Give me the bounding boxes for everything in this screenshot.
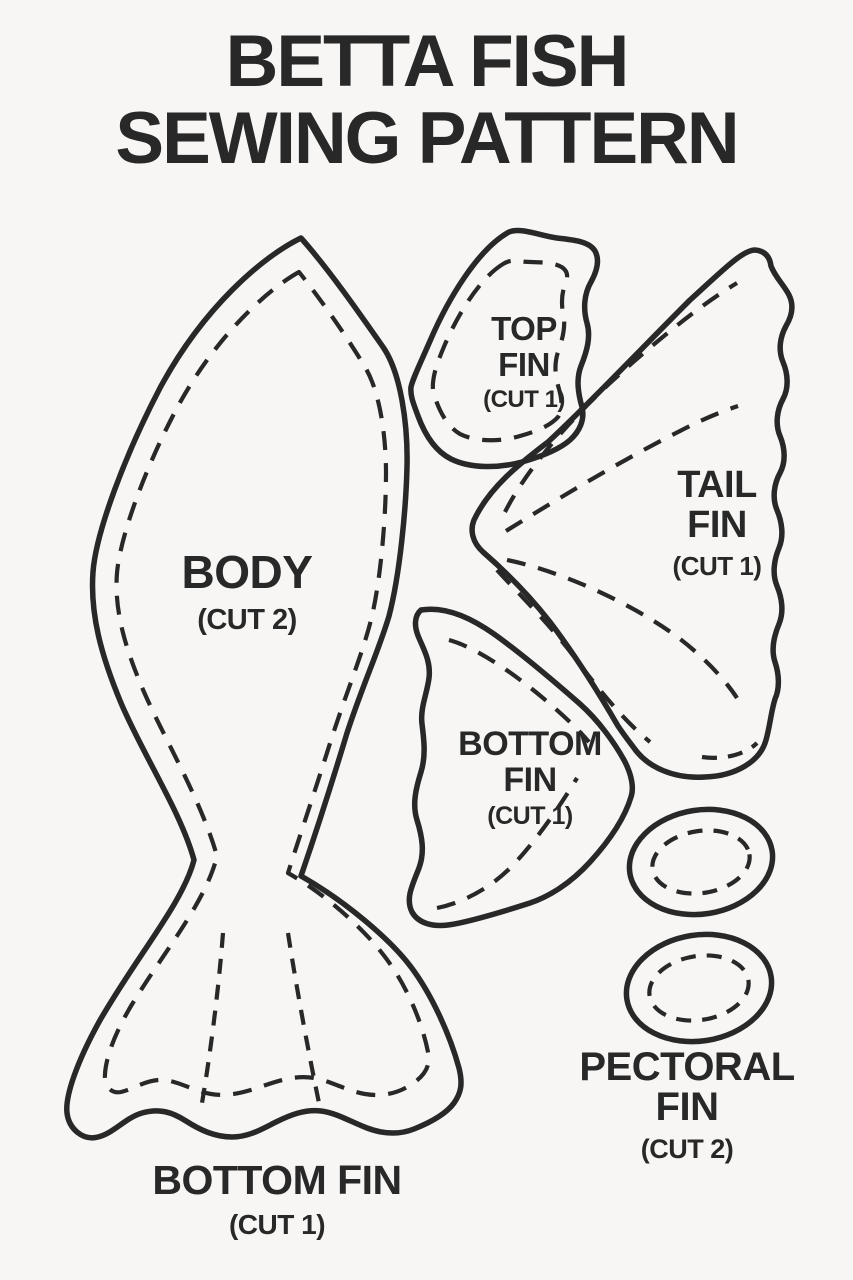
body-label-name: BODY [181,546,313,598]
bottom-fin-top-seam-dashed [448,637,591,744]
top-fin-seam-dashed-path [430,258,570,443]
tail-fin-outline-path [469,247,795,780]
pectoral-fin-label-line-2: FIN [655,1085,719,1129]
tail-bottom-fin-label: BOTTOM FIN (CUT 1) [152,1157,402,1241]
body-outline-path [64,235,464,1141]
tail-fin-rib-upper-dashed [504,404,739,533]
tail-fin-rib-bottom-dashed [495,568,652,744]
tail-bottom-fin-label-cut: (CUT 1) [228,1209,326,1240]
pectoral-fin-oval-top [626,806,776,918]
tail-fin-lobe-dashed [701,741,759,760]
bottom-fin-outline-path [406,606,636,929]
pectoral-fin-label-cut: (CUT 2) [640,1134,734,1164]
page-title: BETTA FISH SEWING PATTERN [0,21,853,179]
body-seam-dashed-path [102,269,431,1098]
top-fin-label-line-2: FIN [498,345,550,383]
bottom-fin-label-line-2: FIN [503,761,557,800]
bottom-fin-label-cut: (CUT 1) [487,802,573,831]
tail-pleat-dart-right [285,932,322,1104]
pectoral-oval-top-outline [626,806,776,918]
page-title-line-2: SEWING PATTERN [115,97,739,179]
top-fin-piece [408,227,601,470]
top-fin-label: TOP FIN (CUT 1) [483,311,565,414]
tail-fin-label-line-2: FIN [687,503,747,546]
tail-fin-label: TAIL FIN (CUT 1) [672,464,762,582]
top-fin-outline-path [408,227,601,470]
body-piece [64,235,464,1141]
pectoral-oval-top-seam-dashed [650,828,752,896]
tail-fin-rib-top-dashed [503,281,739,513]
bottom-fin-label-line-1: BOTTOM [458,725,602,763]
pectoral-oval-bottom-seam-dashed [647,953,751,1023]
tail-fin-label-cut: (CUT 1) [672,550,762,581]
top-fin-label-line-1: TOP [491,310,557,347]
bottom-fin-label: BOTTOM FIN (CUT 1) [458,726,602,831]
pectoral-fin-label: PECTORAL FIN (CUT 2) [579,1045,795,1165]
page-title-line-1: BETTA FISH [225,21,630,102]
pectoral-fin-oval-bottom [623,931,775,1045]
pectoral-fin-label-line-1: PECTORAL [579,1045,795,1089]
body-label-cut: (CUT 2) [197,604,297,636]
tail-bottom-fin-label-name: BOTTOM FIN [152,1157,402,1203]
tail-fin-rib-lower-dashed [506,557,739,700]
tail-fin-label-line-1: TAIL [677,464,757,506]
pectoral-oval-bottom-outline [623,931,775,1045]
body-label: BODY (CUT 2) [182,549,313,637]
bottom-fin-piece [406,606,636,929]
tail-pleat-dart-left [199,932,226,1104]
tail-fin-piece [469,247,795,780]
top-fin-label-cut: (CUT 1) [483,385,565,413]
bottom-fin-bottom-seam-dashed [436,776,579,911]
